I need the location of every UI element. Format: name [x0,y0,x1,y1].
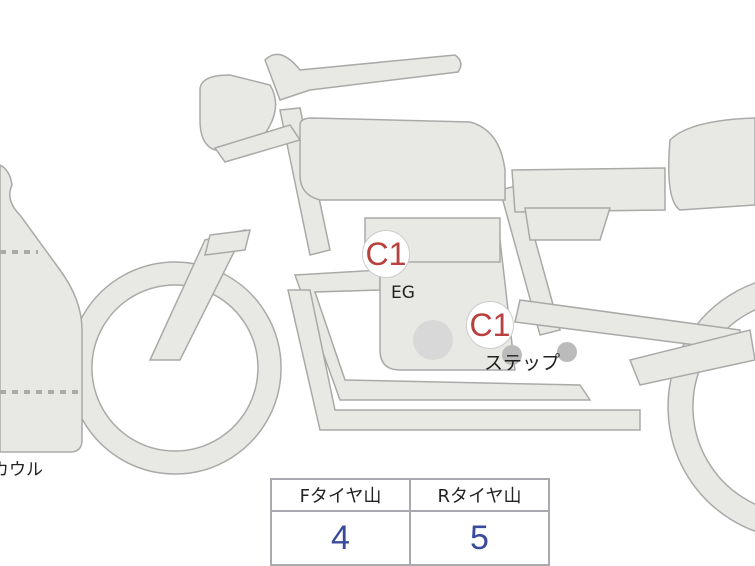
grade-badge-eg[interactable]: C1 [362,230,410,278]
tire-tread-table: Fタイヤ山 Rタイヤ山 4 5 [270,478,550,566]
fuel-tank [299,117,506,201]
front-wheel [68,261,282,475]
part-label-cowl: カウル [0,460,43,480]
cowl [0,164,83,453]
rear-wheel [667,282,755,532]
seat [668,117,755,211]
header-front-tire: Fタイヤ山 [270,478,411,512]
handlebar [264,53,462,101]
headlight [199,74,277,151]
grade-badge-step[interactable]: C1 [466,301,514,349]
part-label-eg: EG [391,283,415,303]
value-front-tire: 4 [270,510,411,566]
value-rear-tire: 5 [409,510,550,566]
header-rear-tire: Rタイヤ山 [409,478,550,512]
part-label-step: ステップ [484,352,561,374]
